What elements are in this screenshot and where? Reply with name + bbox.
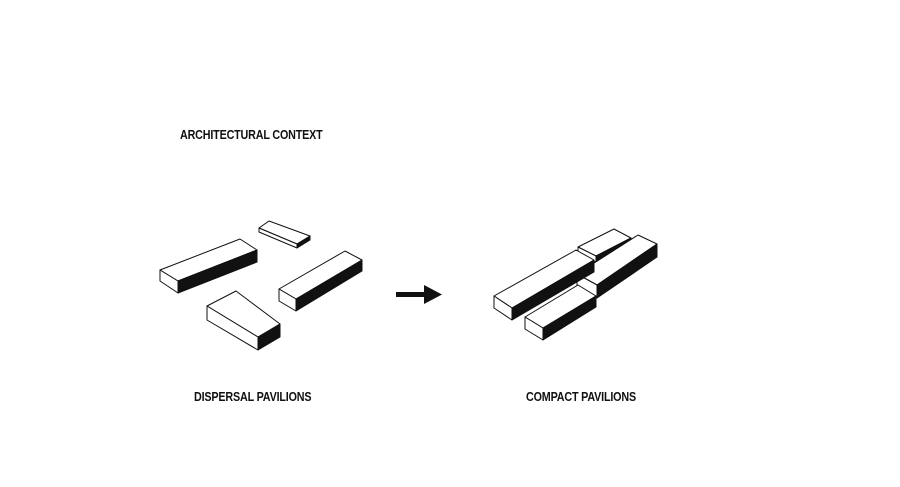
pavilion-block — [206, 290, 281, 351]
dispersal-pavilions-group — [159, 220, 363, 351]
arrow-right-icon — [396, 285, 442, 304]
pavilion-block — [159, 238, 258, 294]
pavilion-block — [258, 220, 311, 249]
pavilion-block — [493, 249, 595, 321]
compact-pavilions-caption: COMPACT PAVILIONS — [526, 390, 636, 404]
dispersal-pavilions-caption: DISPERSAL PAVILIONS — [194, 390, 312, 404]
diagram-title: ARCHITECTURAL CONTEXT — [180, 128, 323, 142]
pavilion-block — [278, 250, 363, 312]
pavilion-block — [576, 234, 658, 299]
compact-pavilions-group — [493, 228, 658, 341]
pavilion-block — [524, 284, 597, 341]
